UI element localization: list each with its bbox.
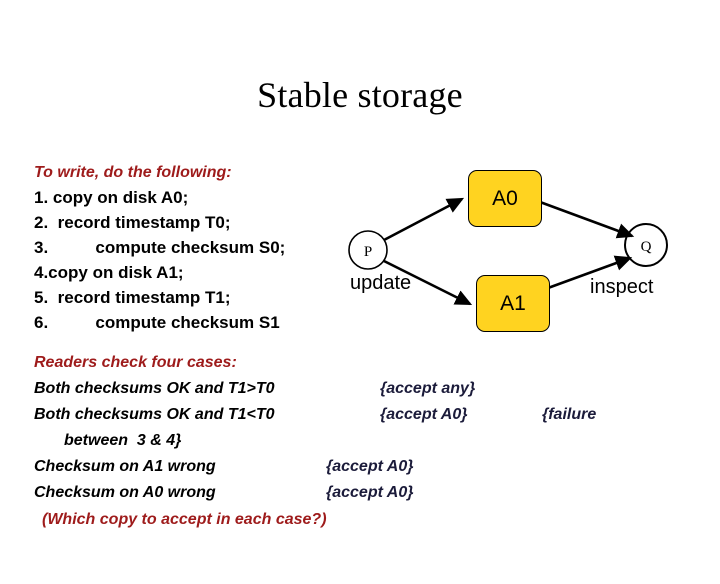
case-continuation: between 3 & 4} xyxy=(64,432,182,449)
readers-cases-block: Readers check four cases: Both checksums… xyxy=(34,350,694,534)
case-action: {accept A0} xyxy=(326,484,414,501)
diagram-edges-svg: P Q xyxy=(348,197,668,306)
edge-a0-to-q xyxy=(539,200,635,239)
edge-p-to-a1 xyxy=(383,259,473,306)
node-p-circle xyxy=(348,230,388,270)
readers-footer-question: (Which copy to accept in each case?) xyxy=(42,511,327,528)
write-step-5: 5. record timestamp T1; xyxy=(34,288,231,307)
node-p-label: P xyxy=(364,244,372,260)
write-step-2: 2. record timestamp T0; xyxy=(34,213,231,232)
write-procedure-block: To write, do the following: 1. copy on d… xyxy=(34,160,364,335)
edge-a1-to-q xyxy=(547,255,633,290)
case-row: Both checksums OK and T1<T0 {accept A0} … xyxy=(34,402,694,428)
node-q-label: Q xyxy=(641,239,652,255)
write-step-4: 4.copy on disk A1; xyxy=(34,263,184,282)
case-row: Checksum on A1 wrong {accept A0} xyxy=(34,454,694,480)
case-condition: Both checksums OK and T1<T0 xyxy=(34,406,275,423)
write-step-3: 3. compute checksum S0; xyxy=(34,238,286,257)
case-action: {accept A0} xyxy=(326,458,414,475)
case-condition: Checksum on A0 wrong xyxy=(34,484,216,501)
node-q-circle xyxy=(624,223,668,267)
write-procedure-heading: To write, do the following: xyxy=(34,164,232,181)
page-title: Stable storage xyxy=(257,75,463,115)
edge-p-to-a0 xyxy=(383,197,465,242)
write-step-1: 1. copy on disk A0; xyxy=(34,188,189,207)
node-box-a0[interactable]: A0 xyxy=(468,170,542,227)
edge-label-update: update xyxy=(350,272,412,294)
case-action: {accept A0} xyxy=(380,406,468,423)
slide-canvas: Stable storage To write, do the followin… xyxy=(34,75,715,534)
node-box-a1[interactable]: A1 xyxy=(476,275,550,332)
edge-label-inspect: inspect xyxy=(590,276,654,298)
readers-heading: Readers check four cases: xyxy=(34,354,237,371)
stable-storage-diagram: P Q A0 A1 update inspect xyxy=(340,160,715,340)
case-action: {accept any} xyxy=(380,380,476,397)
case-row: Both checksums OK and T1>T0 {accept any} xyxy=(34,376,694,402)
case-failure-note: {failure xyxy=(542,406,597,423)
case-condition: Checksum on A1 wrong xyxy=(34,458,216,475)
write-step-6: 6. compute checksum S1 xyxy=(34,313,280,332)
case-row: Checksum on A0 wrong {accept A0} xyxy=(34,480,694,506)
case-condition: Both checksums OK and T1>T0 xyxy=(34,380,275,397)
